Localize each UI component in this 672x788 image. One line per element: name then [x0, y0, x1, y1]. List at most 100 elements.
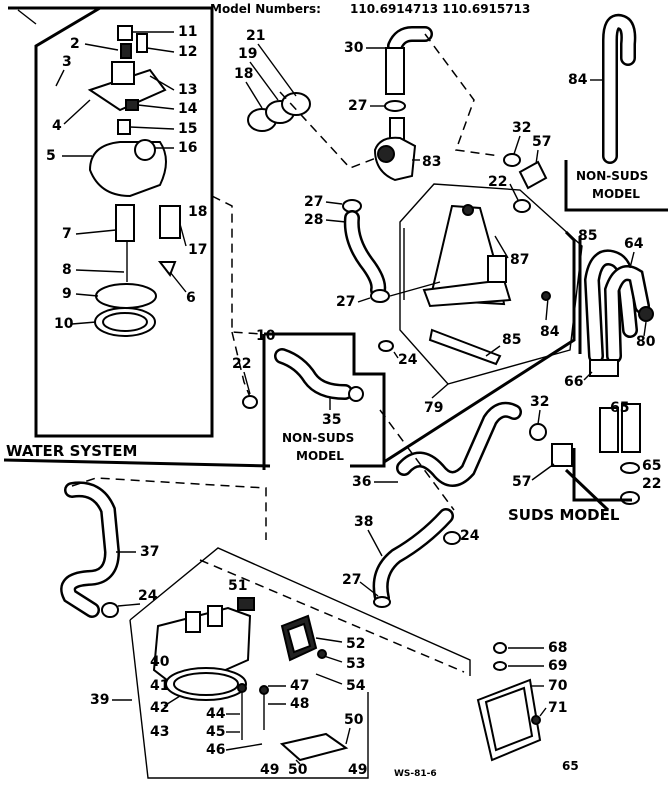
callout-49-b: 49 [348, 762, 367, 778]
drain-hose-top [373, 26, 433, 182]
callout-47: 47 [290, 678, 309, 694]
non-suds-top-frame [564, 160, 668, 212]
callout-85: 85 [502, 332, 521, 348]
callout-7: 7 [62, 226, 72, 242]
callout-45: 45 [206, 724, 225, 740]
footer-page-number: 65 [562, 759, 579, 773]
callout-81: 84 [540, 324, 560, 340]
dash-line-b [424, 33, 501, 157]
pump-housing [422, 204, 512, 366]
callout-16: 16 [178, 140, 197, 156]
callout-84-a: 84 [568, 72, 588, 88]
callout-66: 66 [564, 374, 583, 390]
callout-17: 17 [188, 242, 207, 258]
suds-frame-a [572, 448, 632, 502]
non-suds-model-mid-2: MODEL [296, 449, 344, 463]
callout-20: 19 [238, 46, 257, 62]
non-suds-model-mid-1: NON-SUDS [282, 431, 354, 445]
hose-37 [60, 481, 121, 618]
suds-model-label: SUDS MODEL [508, 506, 620, 524]
bracket-50 [279, 732, 349, 762]
callout-24-b: 24 [460, 528, 480, 544]
callout-10: 10 [54, 316, 74, 332]
callout-27-a: 27 [348, 98, 367, 114]
callout-24-a: 24 [398, 352, 418, 368]
callout-24-c: 24 [138, 588, 158, 604]
callout-68: 68 [548, 640, 567, 656]
hose-84-top [602, 13, 637, 164]
callout-37: 37 [140, 544, 159, 560]
non-suds-mid-frame [264, 332, 386, 468]
callout-27-c: 27 [336, 294, 355, 310]
footer-ref-code: WS-81-6 [394, 769, 437, 779]
filter-part [280, 614, 318, 662]
callout-64: 64 [624, 236, 644, 252]
callout-46: 46 [206, 742, 225, 758]
water-valve-callouts: 11 2 12 3 13 14 15 4 16 5 18 17 7 8 9 6 … [46, 24, 207, 332]
callout-32-b: 32 [530, 394, 549, 410]
callout-2: 2 [70, 36, 80, 52]
heater-block [152, 597, 255, 701]
callout-84-b: 85 [578, 228, 597, 244]
callout-40: 40 [150, 654, 170, 670]
hose-35 [274, 348, 364, 402]
callout-52: 52 [346, 636, 365, 652]
screws [237, 683, 269, 740]
callout-30: 30 [344, 40, 364, 56]
callout-50-b: 50 [288, 762, 308, 778]
hose-28 [342, 199, 390, 303]
callout-23: 22 [232, 356, 251, 372]
callout-13: 13 [178, 82, 197, 98]
callout-27-b: 27 [304, 194, 323, 210]
tub-rings [247, 92, 311, 132]
pump-frame [399, 183, 583, 385]
callout-79: 79 [424, 400, 443, 416]
callout-9: 9 [62, 286, 72, 302]
callout-21: 21 [246, 28, 265, 44]
water-system-frame [8, 6, 214, 438]
callout-19: 18 [234, 66, 253, 82]
callout-32-a: 32 [512, 120, 531, 136]
callout-65-a: 65 [610, 400, 629, 416]
callout-5: 5 [46, 148, 56, 164]
callout-87: 87 [510, 252, 529, 268]
hose-84-right [583, 249, 654, 377]
callout-22-a: 22 [488, 174, 507, 190]
callout-57-a: 57 [532, 134, 551, 150]
non-suds-model-top-1: NON-SUDS [576, 169, 648, 183]
callout-83: 80 [636, 334, 656, 350]
hose-36 [396, 401, 522, 487]
callout-36: 36 [352, 474, 371, 490]
dash-line-f [379, 409, 455, 511]
water-valve-assembly [87, 25, 181, 337]
callout-80: 83 [422, 154, 441, 170]
callout-69: 69 [548, 658, 567, 674]
callout-11: 11 [178, 24, 197, 40]
callout-28: 28 [304, 212, 323, 228]
suds-frame-b [564, 468, 610, 512]
callout-39: 39 [90, 692, 109, 708]
callout-50-a: 50 [344, 712, 364, 728]
model-label: Model Numbers: [210, 2, 321, 16]
model-numbers: 110.6914713 110.6915713 [350, 2, 530, 16]
water-system-label: WATER SYSTEM [6, 442, 137, 460]
callout-38: 38 [354, 514, 373, 530]
suds-fittings [529, 403, 641, 505]
callout-22-b: 22 [642, 476, 661, 492]
callout-71: 71 [548, 700, 567, 716]
dash-line-c [211, 195, 263, 335]
callout-3: 3 [62, 54, 72, 70]
hose-38 [372, 508, 461, 608]
callout-4: 4 [52, 118, 62, 134]
callout-35: 35 [322, 412, 341, 428]
callout-41: 41 [150, 678, 169, 694]
callout-70: 70 [548, 678, 568, 694]
callout-43: 43 [150, 724, 169, 740]
callout-6: 6 [186, 290, 196, 306]
non-suds-model-top-2: MODEL [592, 187, 640, 201]
callout-8: 8 [62, 262, 72, 278]
callout-27-d: 27 [342, 572, 361, 588]
bracket-70 [476, 642, 542, 762]
